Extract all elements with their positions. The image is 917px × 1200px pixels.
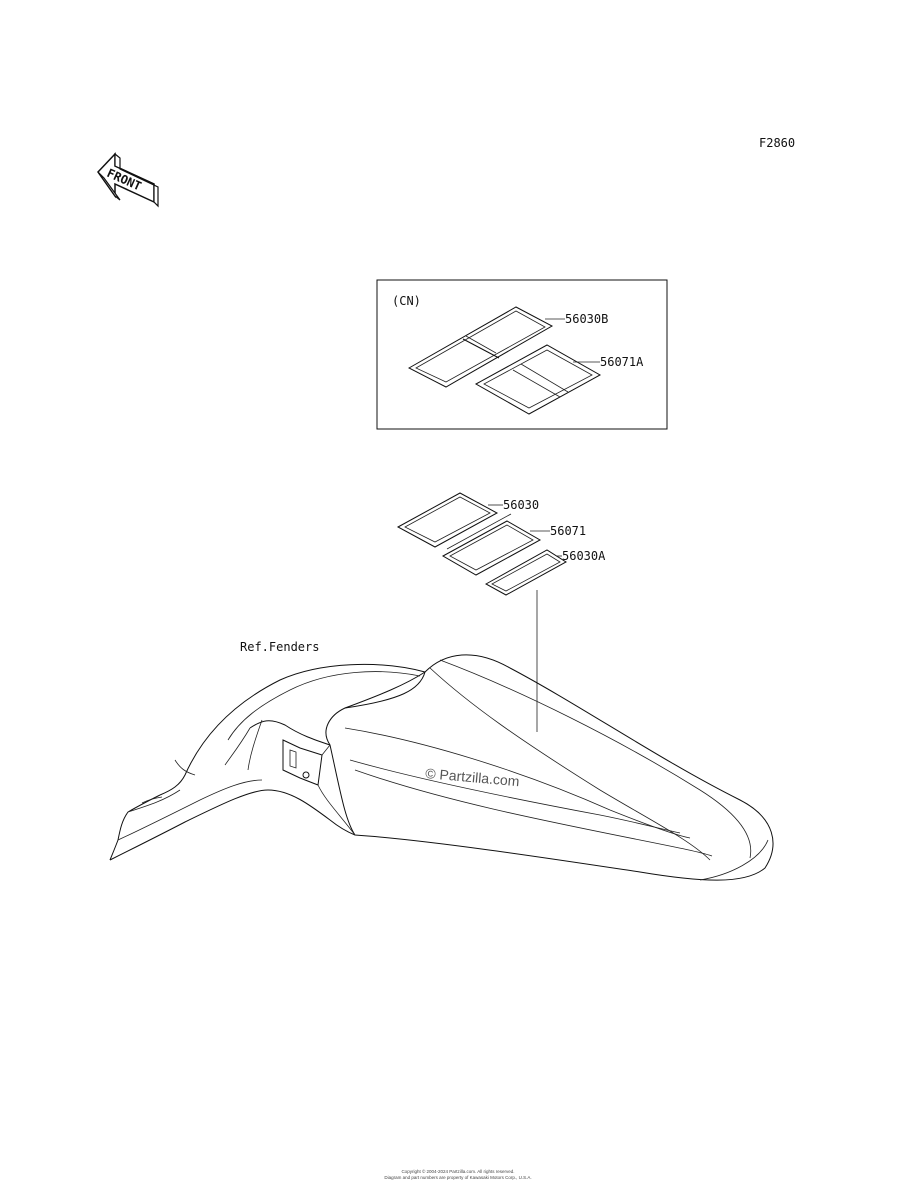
label-56071: 56071 bbox=[550, 524, 586, 538]
watermark: © Partzilla.com bbox=[425, 765, 520, 789]
label-56030a: 56030A bbox=[562, 549, 606, 563]
label-56030b: 56030B bbox=[565, 312, 608, 326]
decal-56030 bbox=[396, 492, 499, 548]
decal-56030a bbox=[484, 549, 567, 596]
front-arrow-icon: FRONT bbox=[97, 152, 159, 208]
rear-fender bbox=[109, 654, 774, 881]
label-56071a: 56071A bbox=[600, 355, 644, 369]
decal-56071a bbox=[474, 344, 602, 415]
footer-copyright: Copyright © 2004-2024 Partzilla.com. All… bbox=[401, 1168, 514, 1174]
inset-box: (CN) 56030B 56071A bbox=[376, 279, 668, 430]
diagram-code: F2860 bbox=[759, 136, 795, 150]
decal-56071 bbox=[441, 513, 542, 576]
ref-fenders-label: Ref.Fenders bbox=[240, 640, 319, 654]
decal-56030b bbox=[407, 306, 554, 388]
label-56030: 56030 bbox=[503, 498, 539, 512]
footer-notice: Diagram and part numbers are property of… bbox=[384, 1175, 531, 1180]
inset-region-label: (CN) bbox=[392, 294, 421, 308]
